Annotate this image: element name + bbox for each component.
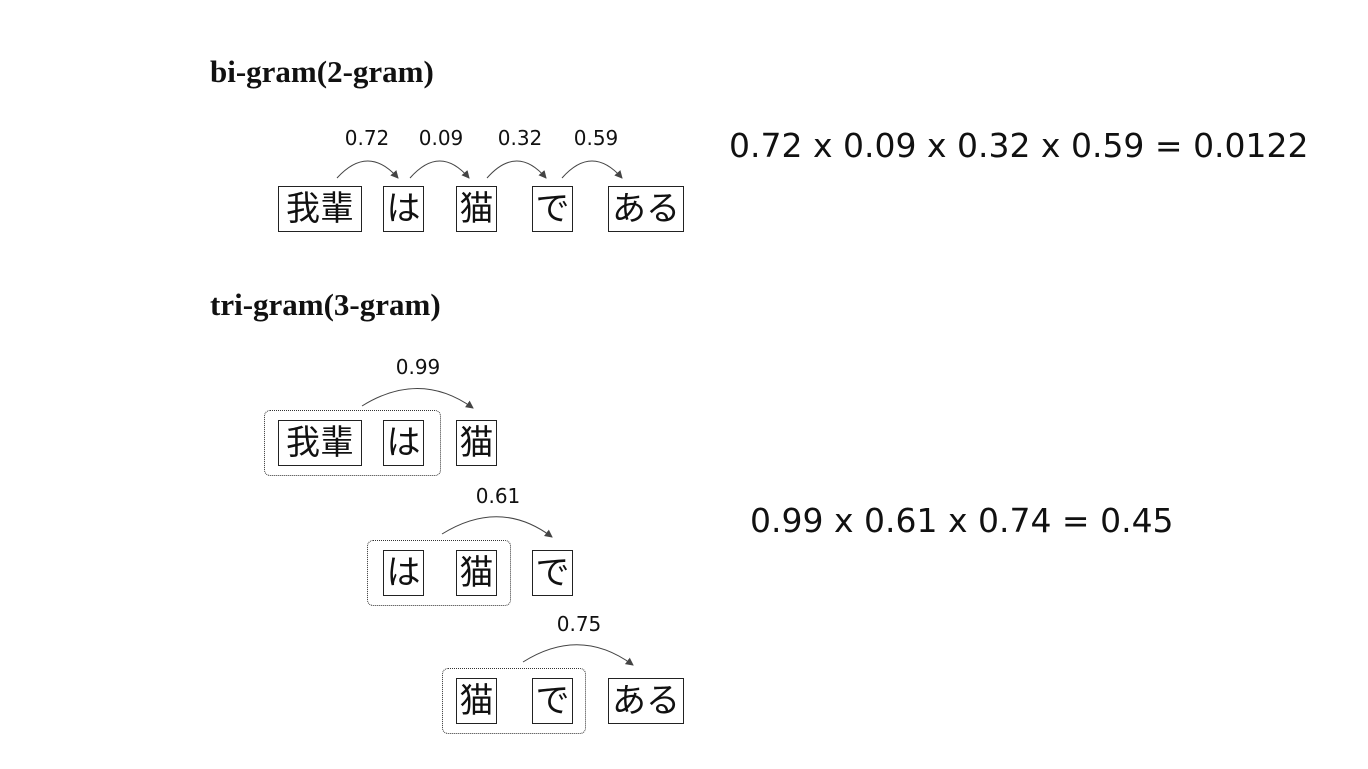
bigram-prob-1: 0.72 [344,126,390,150]
trigram-title: tri-gram(3-gram) [210,287,441,322]
trigram-row1-context-token-1: 我輩 [278,420,362,466]
bigram-arrow-1 [336,160,399,179]
bigram-token-3: 猫 [456,186,497,232]
bigram-prob-4: 0.59 [573,126,619,150]
trigram-arrow-2 [441,516,553,538]
trigram-row3-next-token: ある [608,678,684,724]
trigram-context-2 [367,540,511,606]
trigram-row3-context-token-1: 猫 [456,678,497,724]
bigram-arrow-3 [486,160,547,179]
bigram-title: bi-gram(2-gram) [210,54,434,89]
trigram-row2-context-token-2: 猫 [456,550,497,596]
trigram-row3-context-token-2: で [532,678,573,724]
trigram-prob-3: 0.75 [556,612,602,636]
bigram-arrow-4 [561,160,623,179]
bigram-token-2: は [383,186,424,232]
trigram-arrow-3 [522,644,634,666]
trigram-row2-context-token-1: は [383,550,424,596]
bigram-prob-3: 0.32 [497,126,543,150]
trigram-prob-2: 0.61 [475,484,521,508]
trigram-context-1 [264,410,441,476]
trigram-row1-next-token: 猫 [456,420,497,466]
trigram-arrow-1 [361,388,474,409]
bigram-token-5: ある [608,186,684,232]
bigram-arrow-2 [409,160,470,179]
trigram-prob-1: 0.99 [395,355,441,379]
trigram-context-3 [442,668,586,734]
trigram-formula: 0.99 x 0.61 x 0.74 = 0.45 [750,501,1174,540]
bigram-token-4: で [532,186,573,232]
bigram-prob-2: 0.09 [418,126,464,150]
bigram-token-1: 我輩 [278,186,362,232]
bigram-formula: 0.72 x 0.09 x 0.32 x 0.59 = 0.0122 [729,126,1309,165]
trigram-row1-context-token-2: は [383,420,424,466]
trigram-row2-next-token: で [532,550,573,596]
